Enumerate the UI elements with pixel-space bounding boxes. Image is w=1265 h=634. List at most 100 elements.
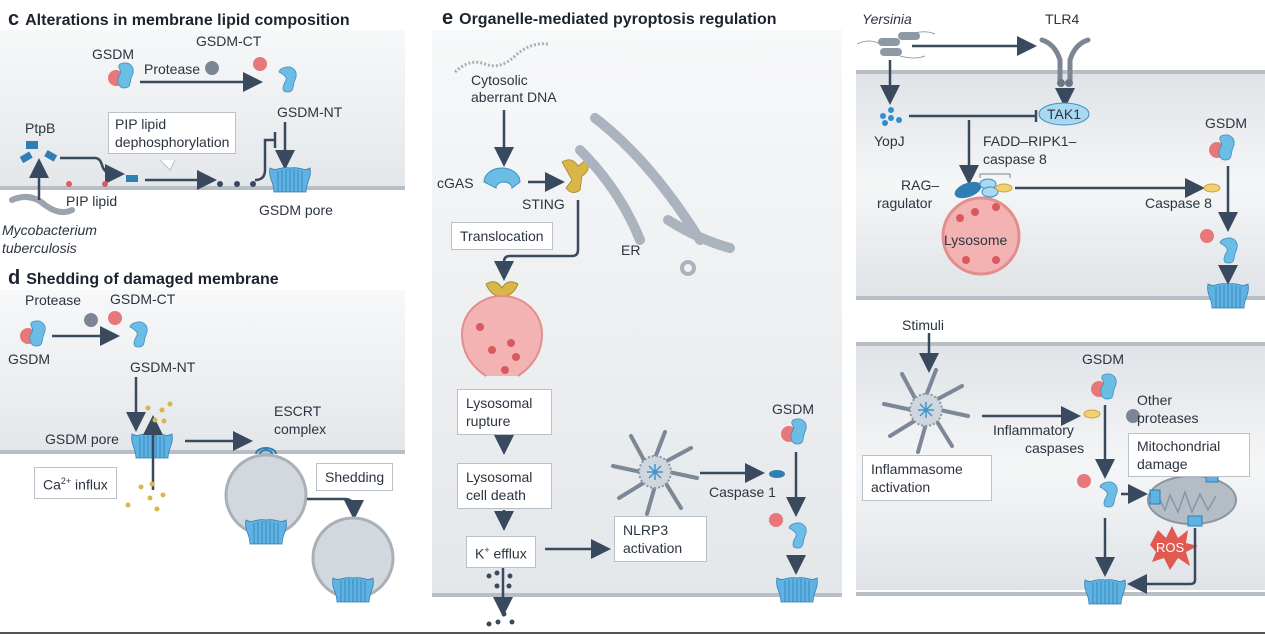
sting-label: STING [522, 196, 565, 212]
gsdm-pore-icon [776, 577, 818, 603]
gsdm-ct-fragment-icon [769, 513, 783, 527]
other-proteases-label-line2: proteases [1137, 410, 1199, 426]
gsdm-label: GSDM [1082, 351, 1124, 367]
tlr4-tir-left [1057, 79, 1065, 87]
rag-label-line2: ragulator [877, 195, 933, 211]
lysosomal-rupture-box: Lysosomal rupture [457, 389, 552, 435]
fadd-label-line1: FADD–RIPK1– [983, 133, 1077, 149]
caspase1-label: Caspase 1 [709, 484, 776, 500]
escrt-label-line1: ESCRT [274, 403, 322, 419]
panel-c-cytosol [0, 30, 405, 187]
ruptured-lysosome [460, 295, 544, 377]
caspase8-complex-icon [995, 183, 1013, 193]
tlr4-tir-right [1065, 79, 1073, 87]
gsdm-ct-label: GSDM-CT [110, 291, 176, 307]
shedding-arrow [307, 497, 364, 520]
sting-icon [561, 159, 589, 193]
other-proteases-label-line1: Other [1137, 392, 1173, 408]
pip-lipid-label: PIP lipid [66, 193, 118, 209]
gsdm-nt-label: GSDM-NT [130, 359, 196, 375]
ros-burst-icon [1150, 526, 1198, 570]
protease-label: Protease [144, 61, 201, 77]
tlr4-icon [1039, 37, 1091, 83]
inflammatory-caspase-icon [1083, 409, 1101, 419]
panel-d-membrane [0, 450, 405, 454]
er-label: ER [621, 242, 641, 258]
gsdm-pore-icon [269, 167, 311, 193]
protease-icon [84, 313, 98, 328]
dna-label-line1: Cytosolic [471, 72, 528, 88]
tak1-label: TAK1 [1047, 106, 1081, 122]
shed-vesicle-pore-icon [332, 577, 374, 603]
fadd-label-line2: caspase 8 [983, 151, 1047, 167]
ptpb-arrow [60, 156, 125, 184]
lysosomal-enzymes [476, 323, 520, 374]
shedding-callout: Shedding [316, 463, 394, 491]
panel-d-cytosol [0, 290, 405, 450]
gsdm-label: GSDM [92, 46, 134, 62]
lysosome-label: Lysosome [944, 232, 1008, 248]
gsdm-label: GSDM [772, 401, 814, 417]
er-icon [575, 113, 735, 253]
mito-to-pore-arrow [1127, 528, 1197, 594]
caspase8-label: Caspase 8 [1145, 195, 1212, 211]
cgas-label: cGAS [437, 175, 474, 191]
gsdm-label: GSDM [8, 351, 50, 367]
panel-f-bottom-membrane-upper [856, 342, 1265, 346]
dna-label-line2: aberrant DNA [471, 89, 557, 105]
mito-pore-bottom [1187, 515, 1203, 527]
calcium-ions [125, 401, 173, 512]
organism-label-line1: Mycobacterium [2, 222, 97, 238]
mitochondrion-cristae [1159, 489, 1217, 515]
ptpb-label: PtpB [25, 120, 56, 136]
ripk1-icon [981, 186, 999, 198]
yersinia-icon [856, 31, 936, 59]
callout-tail [159, 159, 176, 171]
inflammatory-caspases-label-line2: caspases [1025, 440, 1085, 456]
gsdm-pore-label: GSDM pore [259, 202, 333, 218]
yersinia-label: Yersinia [862, 11, 912, 27]
calcium-influx-callout: Ca2+ influx [34, 467, 117, 499]
cgas-icon [483, 167, 521, 189]
yopj-icon [880, 107, 902, 126]
escrt-label-line2: complex [274, 421, 327, 437]
panel-e-membrane [432, 593, 842, 597]
gsdm-ct-fragment-icon [253, 57, 267, 71]
pip-lipid-markers [66, 181, 256, 187]
tak1-icon [1038, 102, 1090, 126]
k-efflux-box: K+ efflux [466, 536, 536, 568]
gsdm-ct-fragment-icon [1077, 474, 1091, 488]
caspase8-icon [1203, 183, 1221, 193]
gsdm-pore-icon [1084, 579, 1126, 605]
escrt-complex-icon [255, 447, 277, 455]
gsdm-pore-label: GSDM pore [45, 431, 119, 447]
rag-label-line1: RAG– [901, 177, 940, 193]
lysosomal-enzymes [956, 203, 1000, 264]
gsdm-pore-icon [1207, 283, 1249, 309]
protease-icon [205, 61, 219, 76]
protease-label: Protease [25, 292, 82, 308]
caspase1-icon [769, 470, 785, 478]
mito-pore-left [1149, 489, 1161, 505]
panel-c-membrane [0, 186, 405, 190]
ros-label: ROS [1156, 540, 1185, 555]
other-proteases-icon [1126, 409, 1140, 424]
pip-dephosphorylation-callout: PIP lipid dephosphorylation [108, 112, 237, 154]
gsdm-label: GSDM [1205, 115, 1247, 131]
panel-f-top-membrane-lower [856, 296, 1265, 300]
er-vesicle [680, 260, 696, 276]
gsdm-ct-label: GSDM-CT [196, 33, 262, 49]
tlr4-label: TLR4 [1045, 11, 1080, 27]
ptpb-icon [19, 141, 58, 164]
organism-label-line2: tuberculosis [2, 240, 77, 256]
rag-ragulator-icon [954, 181, 982, 199]
fadd-complex-bracket [979, 173, 1011, 178]
stimuli-label: Stimuli [902, 317, 945, 333]
gsdm-ct-fragment-icon [108, 311, 122, 325]
gsdm-nt-label: GSDM-NT [277, 104, 343, 120]
mycobacterium-icon [9, 193, 75, 216]
lysosomal-cell-death-box: Lysosomal cell death [457, 463, 552, 509]
